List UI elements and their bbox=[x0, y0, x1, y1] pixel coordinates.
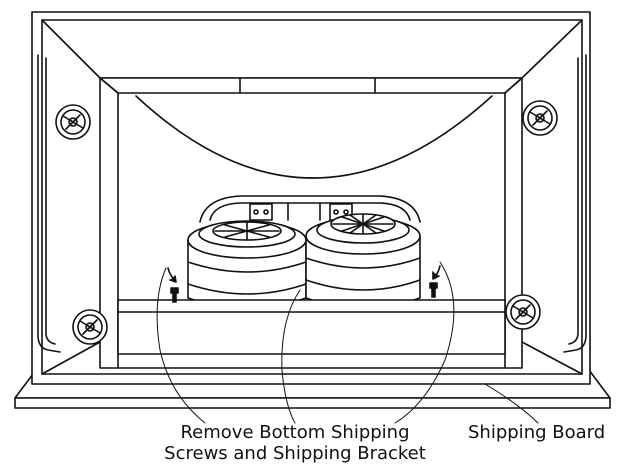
arrow-down-icon bbox=[167, 267, 177, 283]
remove-screws-line2: Screws and Shipping Bracket bbox=[164, 443, 426, 464]
remove-screws-line1: Remove Bottom Shipping bbox=[180, 422, 410, 443]
front-bottom-panel bbox=[117, 299, 506, 355]
fan-icon bbox=[212, 221, 282, 241]
corner-knob-bottom-right bbox=[505, 294, 541, 330]
shipping-board-callout: Shipping Board bbox=[468, 422, 606, 443]
corner-knob-bottom-left bbox=[72, 309, 108, 345]
corner-knob-top-left bbox=[55, 104, 91, 140]
shipping-screw-right bbox=[429, 265, 441, 298]
arrow-down-icon bbox=[432, 265, 441, 280]
shipping-screw-left bbox=[167, 267, 179, 303]
leader-lines bbox=[156, 261, 539, 424]
corner-knob-top-right bbox=[522, 100, 558, 136]
phillips-screw-icon bbox=[170, 287, 179, 303]
blower-assembly bbox=[187, 195, 421, 309]
left-blower bbox=[187, 220, 307, 309]
remove-screws-callout: Remove Bottom Shipping Screws and Shippi… bbox=[150, 422, 440, 464]
phillips-screw-icon bbox=[429, 282, 438, 298]
right-blower bbox=[305, 213, 421, 309]
fan-icon bbox=[330, 213, 396, 235]
